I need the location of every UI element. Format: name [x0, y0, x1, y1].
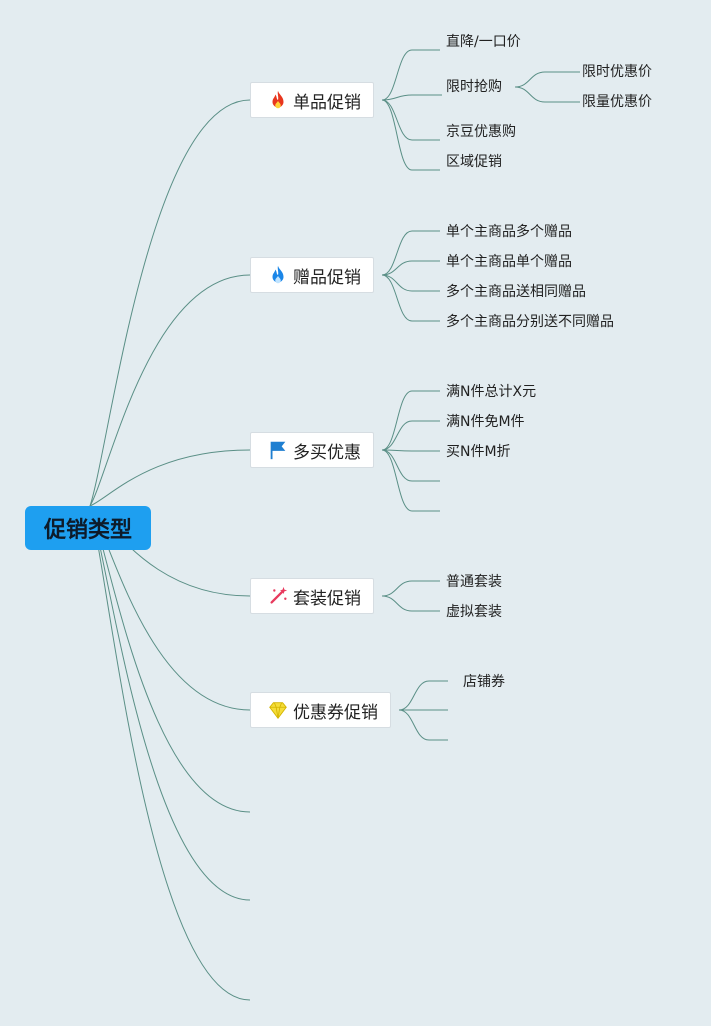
branch-leaf-connector — [381, 260, 413, 276]
branch-node-multi-buy[interactable]: 多买优惠 — [250, 432, 374, 468]
branch-leaf-connector — [381, 449, 413, 452]
root-branch-connector — [89, 505, 251, 1001]
leaf-node[interactable]: 区域促销 — [446, 154, 502, 170]
leaf-node[interactable]: 多个主商品分别送不同赠品 — [446, 314, 614, 330]
branch-leaf-connector — [381, 420, 413, 451]
root-label: 促销类型 — [43, 518, 132, 543]
branch-node-coupon[interactable]: 优惠券促销 — [250, 692, 391, 728]
branch-leaf-connector — [381, 99, 413, 171]
branch-leaf-connector — [381, 449, 413, 512]
leaf-node[interactable]: 满N件免M件 — [446, 414, 525, 430]
leaf-node[interactable]: 满N件总计X元 — [446, 384, 537, 400]
branch-leaf-connector — [381, 274, 413, 322]
leaf-node[interactable]: 京豆优惠购 — [446, 124, 516, 140]
diamond-icon — [267, 699, 289, 721]
branch-leaf-connector — [381, 49, 413, 101]
leaf-node[interactable]: 买N件M折 — [446, 444, 511, 460]
branch-node-single-item[interactable]: 单品促销 — [250, 82, 374, 118]
leaf-node[interactable]: 限时优惠价 — [582, 64, 652, 80]
leaf-node[interactable]: 单个主商品多个赠品 — [446, 224, 572, 240]
branch-leaf-connector — [381, 230, 413, 276]
root-branch-connector — [89, 449, 251, 507]
branch-node-gift[interactable]: 赠品促销 — [250, 257, 374, 293]
branch-leaf-connector — [381, 595, 413, 612]
branch-label: 赠品促销 — [293, 267, 361, 288]
root-branch-connector — [89, 274, 251, 507]
leaf-node[interactable]: 店铺券 — [463, 674, 505, 690]
leaf-node[interactable]: 单个主商品单个赠品 — [446, 254, 572, 270]
branch-leaf-connector — [381, 94, 413, 101]
flag-icon — [267, 439, 289, 461]
blue-flame-icon — [267, 264, 289, 286]
branch-leaf-connector — [381, 390, 413, 451]
sub-leaf-connector — [514, 86, 546, 103]
branch-label: 多买优惠 — [293, 442, 361, 463]
leaf-node[interactable]: 多个主商品送相同赠品 — [446, 284, 586, 300]
branch-leaf-connector — [398, 680, 430, 711]
branch-leaf-connector — [398, 709, 430, 741]
leaf-node[interactable]: 虚拟套装 — [446, 604, 502, 620]
leaf-node[interactable]: 普通套装 — [446, 574, 502, 590]
branch-label: 优惠券促销 — [293, 702, 378, 723]
leaf-node[interactable]: 直降/一口价 — [446, 34, 521, 50]
branch-leaf-connector — [381, 274, 413, 292]
root-branch-connector — [89, 99, 251, 507]
magic-wand-icon — [267, 585, 289, 607]
root-branch-connector — [89, 505, 251, 813]
sub-leaf-connector — [514, 71, 546, 88]
branch-label: 套装促销 — [293, 588, 361, 609]
branch-leaf-connector — [381, 449, 413, 482]
leaf-node[interactable]: 限量优惠价 — [582, 94, 652, 110]
root-node[interactable]: 促销类型 — [25, 506, 151, 550]
leaf-node[interactable]: 限时抢购 — [446, 79, 502, 95]
branch-node-bundle[interactable]: 套装促销 — [250, 578, 374, 614]
fire-icon — [267, 89, 289, 111]
branch-leaf-connector — [381, 580, 413, 597]
root-branch-connector — [89, 505, 251, 901]
branch-label: 单品促销 — [293, 92, 361, 113]
